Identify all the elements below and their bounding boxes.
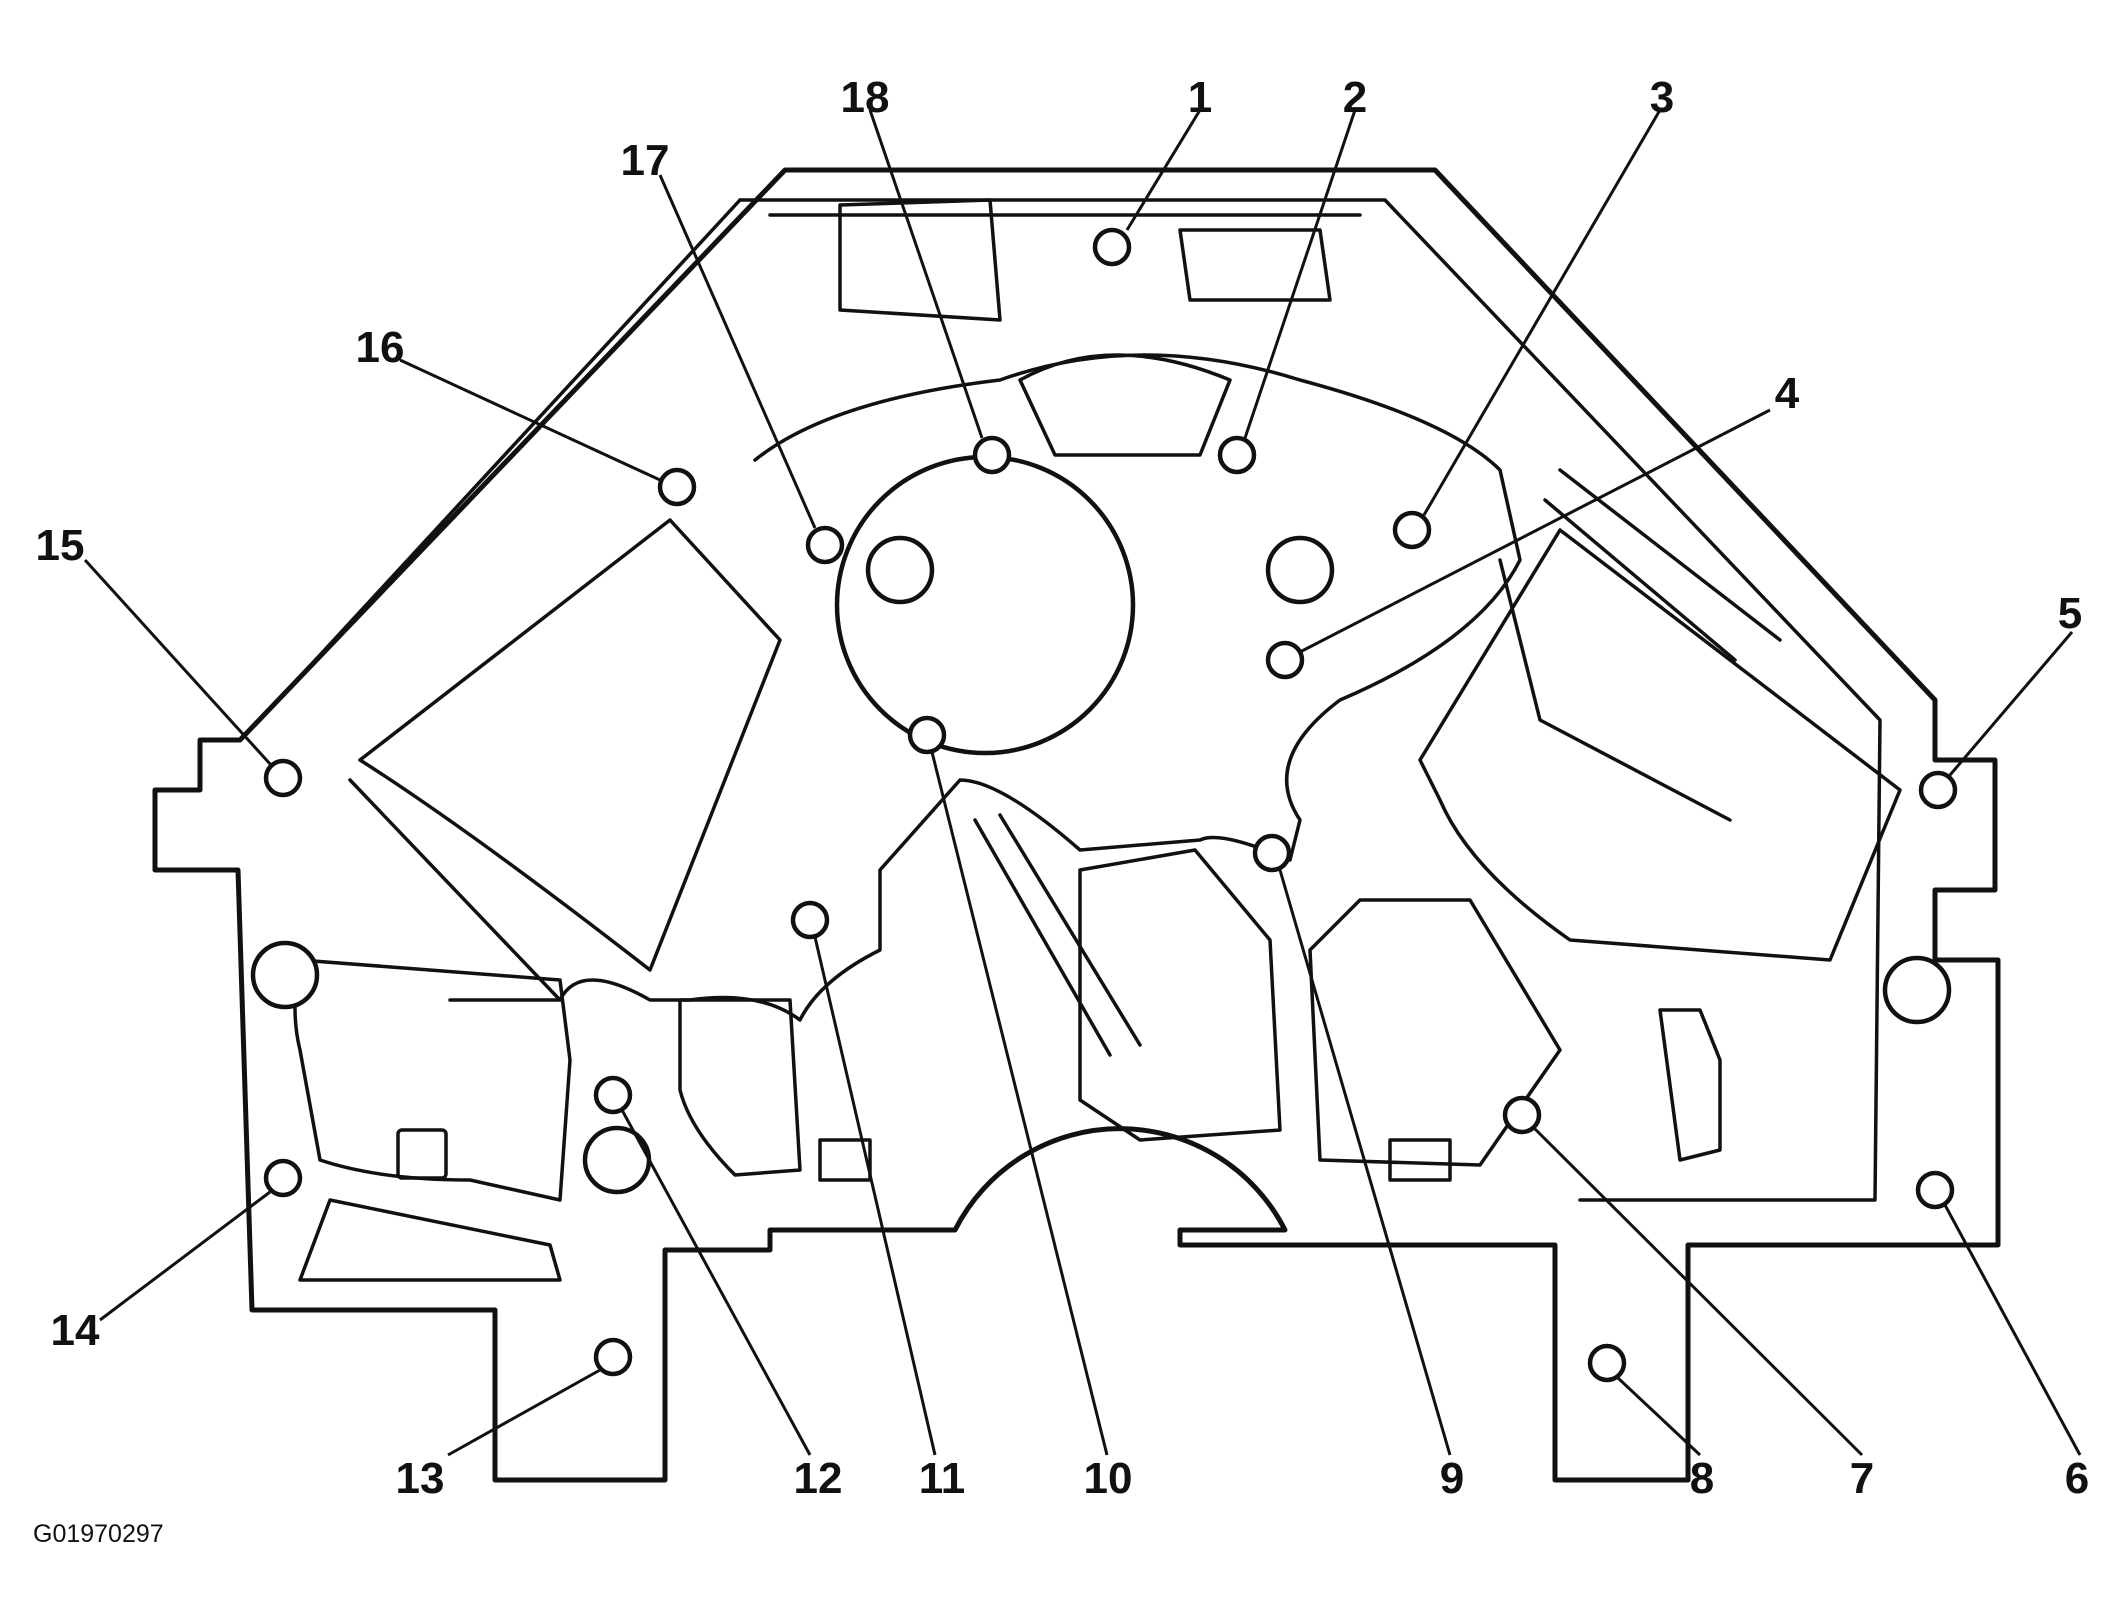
callout-label-3: 3: [1650, 73, 1674, 122]
callout-label-17: 17: [621, 136, 670, 185]
leader-2: [1243, 109, 1357, 439]
leader-11: [813, 936, 937, 1456]
bolt-hole-9: [1252, 833, 1292, 873]
leader-5: [1948, 631, 2074, 776]
dowel-hole: [582, 1125, 652, 1195]
bolt-hole-15: [263, 758, 303, 798]
dowel-hole: [250, 940, 320, 1010]
bolt-hole-8: [1587, 1343, 1627, 1383]
leader-9: [1278, 869, 1452, 1456]
callout-label-18: 18: [841, 73, 890, 122]
callout-label-9: 9: [1440, 1454, 1464, 1503]
bolt-hole-7: [1502, 1095, 1542, 1135]
callout-label-16: 16: [356, 323, 405, 372]
dowel-hole: [1882, 955, 1952, 1025]
callout-label-7: 7: [1850, 1454, 1874, 1503]
callout-label-6: 6: [2065, 1454, 2089, 1503]
leader-3: [1422, 109, 1662, 516]
leader-7: [1532, 1126, 1864, 1457]
callout-label-8: 8: [1690, 1454, 1714, 1503]
leader-14: [99, 1190, 271, 1322]
bolt-hole-1: [1092, 227, 1132, 267]
bolt-hole-12: [593, 1075, 633, 1115]
leader-6: [1943, 1204, 2082, 1456]
bolt-hole-18: [972, 435, 1012, 475]
callout-label-12: 12: [794, 1454, 843, 1503]
leader-15: [83, 558, 273, 767]
callout-label-10: 10: [1084, 1454, 1133, 1503]
callout-label-2: 2: [1343, 73, 1367, 122]
bolt-hole-13: [593, 1337, 633, 1377]
callout-label-4: 4: [1775, 369, 1800, 418]
leader-18: [868, 109, 984, 439]
bolt-hole-2: [1217, 435, 1257, 475]
leader-13: [447, 1368, 601, 1457]
leader-10: [930, 751, 1109, 1456]
engine-block-outline: [152, 167, 2001, 1483]
crankshaft-bore: [834, 454, 1136, 756]
leader-1: [1125, 109, 1202, 231]
callout-label-1: 1: [1188, 73, 1212, 122]
callout-label-5: 5: [2058, 589, 2082, 638]
bolt-hole-5: [1918, 770, 1958, 810]
bolt-holes: [263, 227, 1958, 1383]
figure-id: G01970297: [33, 1520, 164, 1548]
leader-17: [658, 174, 817, 529]
bolt-hole-10: [907, 715, 947, 755]
bolt-hole-6: [1915, 1170, 1955, 1210]
bolt-hole-3: [1392, 510, 1432, 550]
callout-label-15: 15: [36, 521, 85, 570]
leader-4: [1299, 408, 1771, 654]
bolt-hole-14: [263, 1158, 303, 1198]
dowel-hole: [865, 535, 935, 605]
bolt-hole-11: [790, 900, 830, 940]
bolt-hole-16: [657, 467, 697, 507]
bore-openings: [250, 454, 1952, 1195]
callout-leaders: [83, 109, 2082, 1457]
callout-label-14: 14: [51, 1306, 100, 1355]
callout-label-13: 13: [396, 1454, 445, 1503]
block-web-cavities: [293, 198, 1902, 1282]
bolt-hole-17: [805, 525, 845, 565]
bolt-hole-4: [1265, 640, 1305, 680]
callout-labels: 1 2 3 4 5 6 7 8 9 10 11 12 13 14 15 16 1…: [36, 73, 2090, 1503]
dowel-hole: [1265, 535, 1335, 605]
leader-8: [1616, 1376, 1702, 1457]
leader-12: [620, 1109, 812, 1456]
callout-label-11: 11: [919, 1454, 966, 1503]
leader-16: [399, 358, 661, 482]
